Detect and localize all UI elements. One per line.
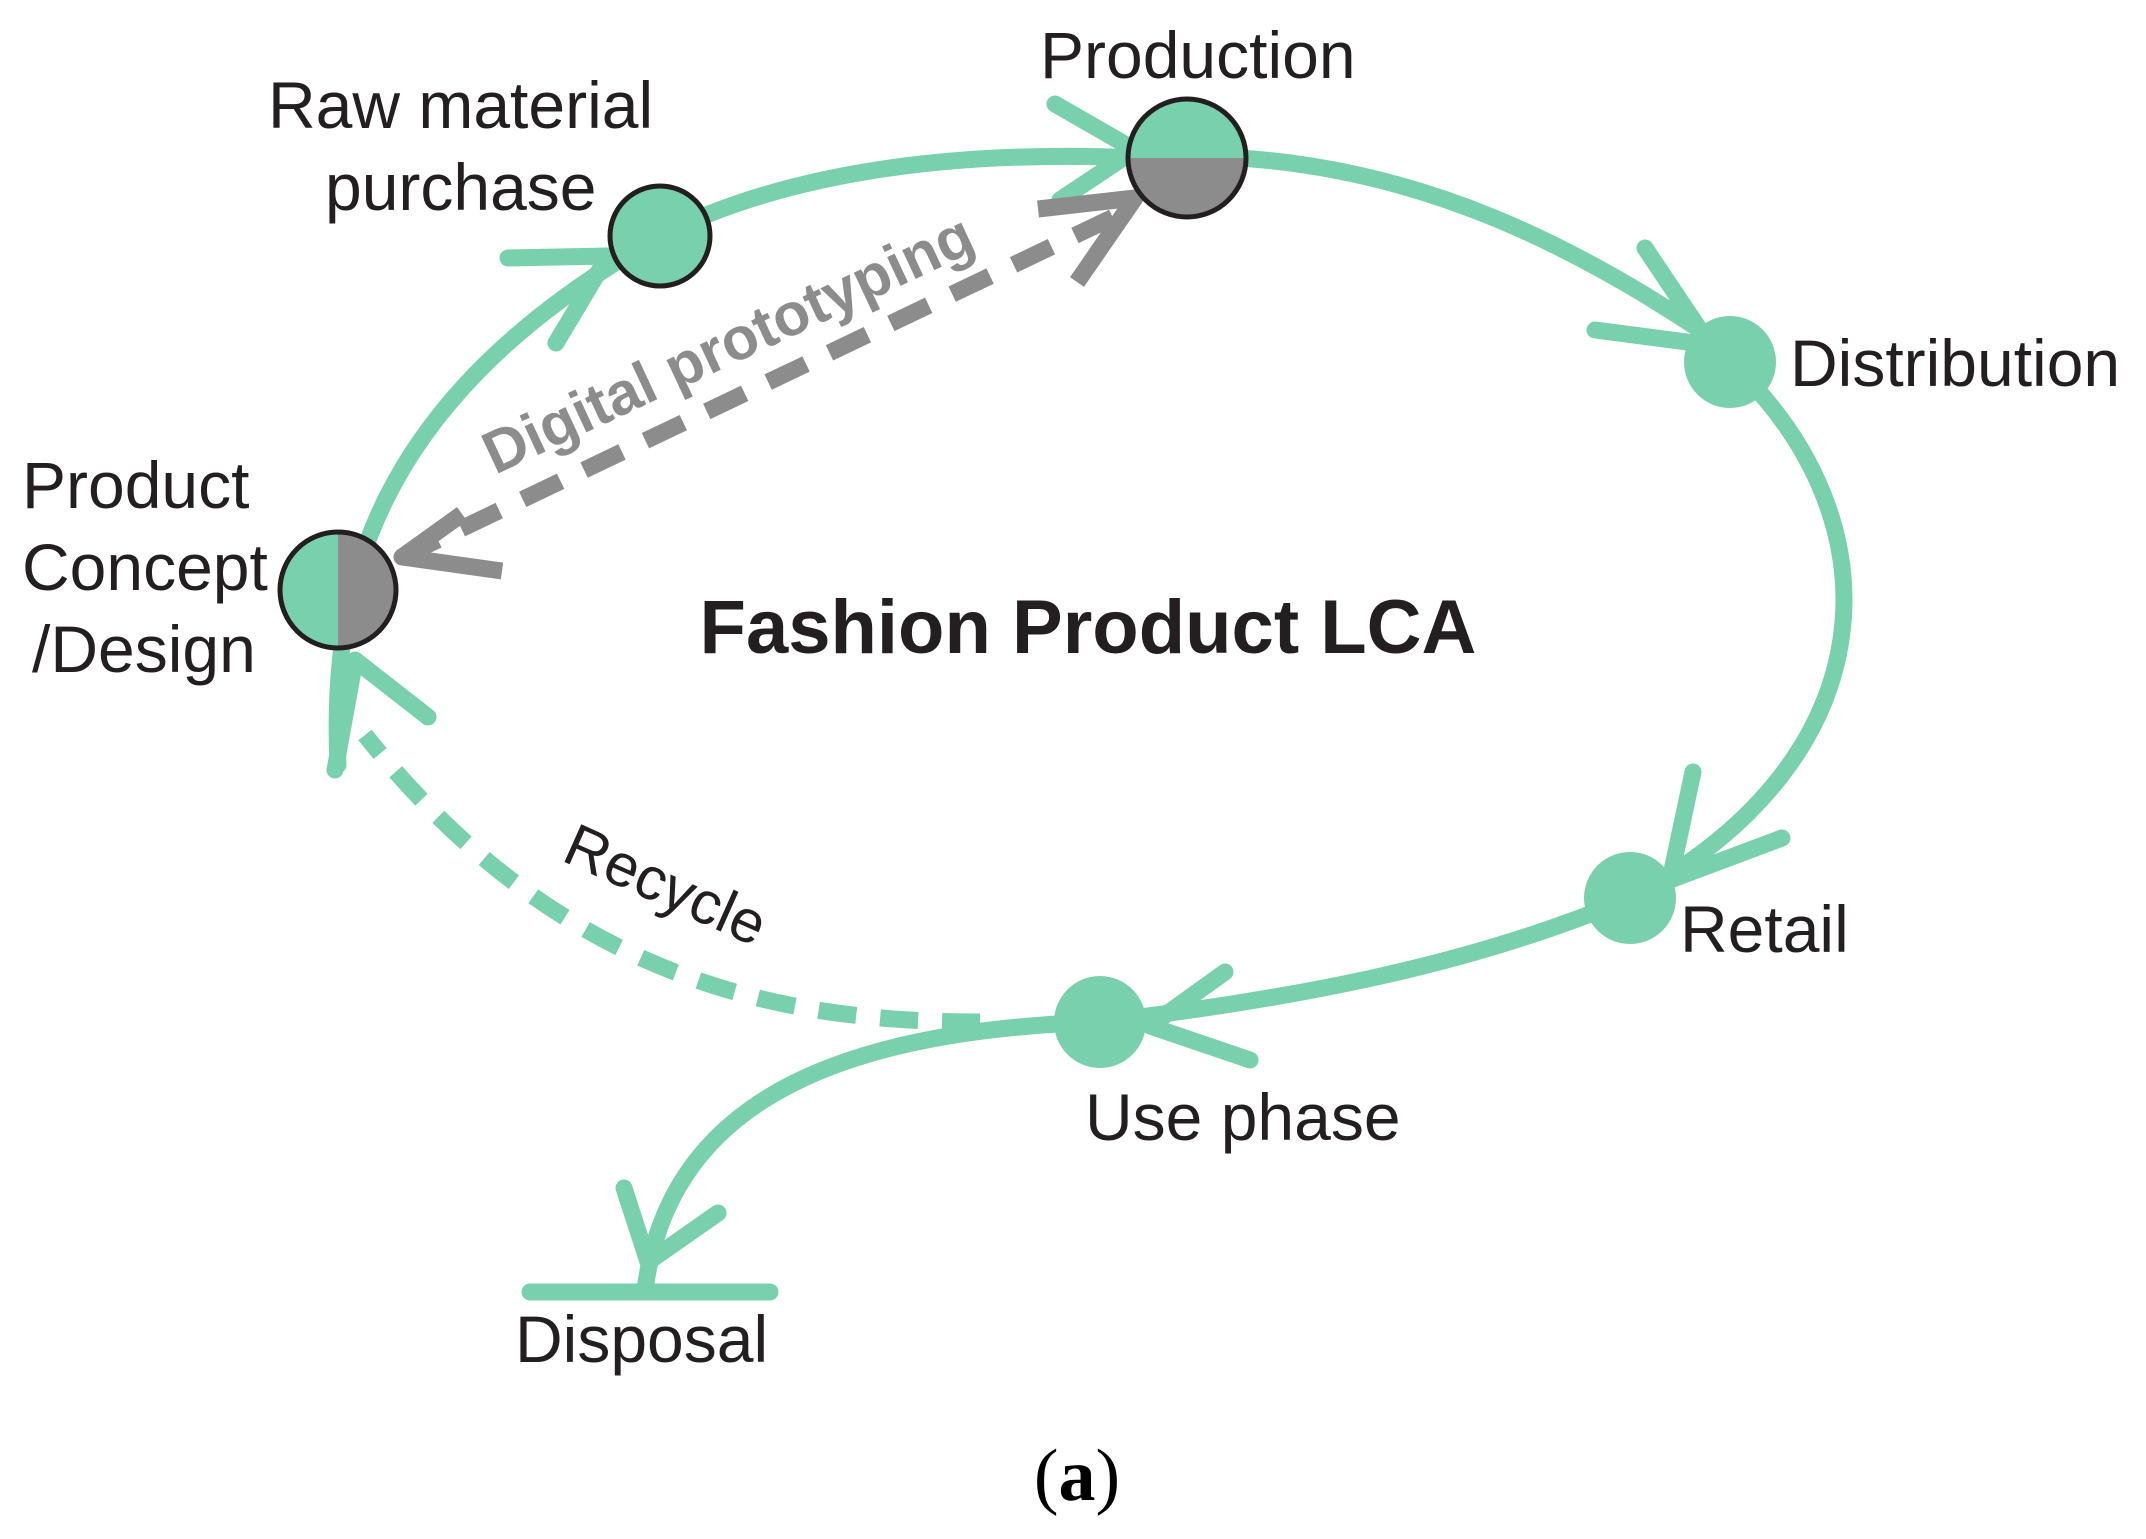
cycle-arrowheads (326, 95, 1791, 1271)
distribution-label: Distribution (1790, 326, 2120, 400)
edge-design-to-raw-material (328, 227, 669, 774)
raw-material-label-line-1: Raw material (268, 68, 653, 142)
figure-caption: (a) (1034, 1435, 1120, 1517)
edge-production-to-distribution (1231, 149, 1739, 359)
diagram-title: Fashion Product LCA (700, 585, 1477, 670)
edge-distribution-to-retail (1621, 353, 1853, 907)
design-label-line-1: Product (22, 448, 249, 522)
production-node (1125, 96, 1249, 220)
design-label: Product Concept /Design (22, 448, 268, 686)
design-node (277, 529, 399, 651)
use-phase-label: Use phase (1085, 1080, 1401, 1154)
arrowhead-to-use-phase (1141, 963, 1259, 1069)
arrowhead-up-left (499, 247, 617, 352)
use-phase-node (1054, 976, 1146, 1068)
arrowhead-to-disposal (615, 1179, 727, 1271)
edge-use-phase-to-disposal (636, 1013, 1109, 1299)
design-label-line-2: Concept (22, 530, 268, 604)
raw-material-node (607, 183, 713, 289)
recycle-dashed-path (358, 729, 981, 1031)
retail-label: Retail (1680, 892, 1849, 966)
arrowhead-to-design (326, 651, 437, 779)
disposal-label: Disposal (515, 1302, 768, 1376)
lca-cycle-path (328, 147, 1853, 1301)
arrowhead-to-production-grey (1037, 189, 1144, 287)
design-label-line-3: /Design (32, 612, 256, 686)
retail-node (1584, 852, 1676, 944)
raw-material-label-line-2: purchase (325, 150, 597, 224)
raw-material-label: Raw material purchase (268, 68, 653, 224)
production-label: Production (1040, 18, 1356, 92)
edge-raw-material-to-production (651, 147, 1149, 245)
digital-prototyping-link (393, 189, 1144, 580)
arrowhead-to-design-grey (393, 507, 504, 580)
distribution-node (1684, 316, 1776, 408)
